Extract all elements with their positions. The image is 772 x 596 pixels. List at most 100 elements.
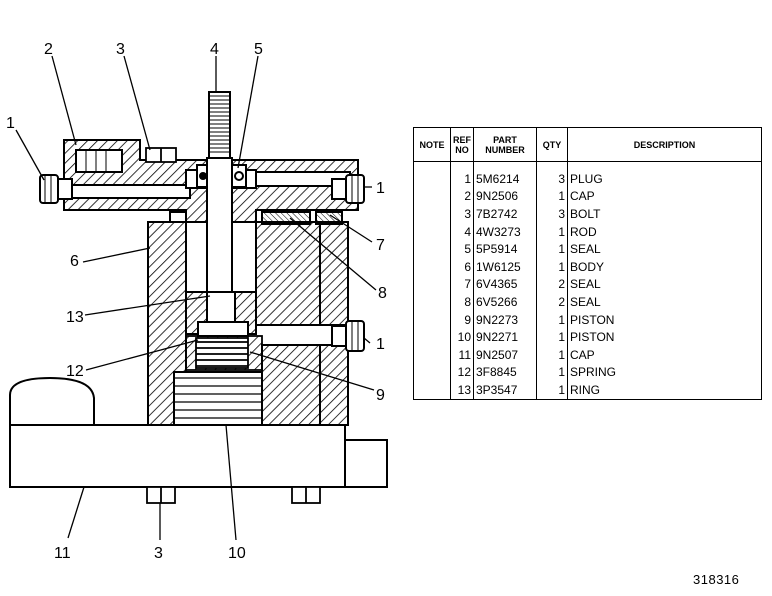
- qty-cell: 1: [536, 345, 568, 364]
- part-number-cell: 9N2273: [473, 310, 537, 329]
- callout-3-top: 3: [116, 41, 125, 58]
- note-cell: [413, 381, 451, 400]
- header-description: DESCRIPTION: [567, 127, 762, 162]
- ref-cell: 2: [450, 187, 474, 206]
- callout-7: 7: [376, 237, 385, 254]
- ref-cell: 9: [450, 310, 474, 329]
- description-cell: SEAL: [567, 275, 762, 294]
- header-part-line1: PART: [493, 134, 517, 145]
- ref-cell: 5: [450, 240, 474, 258]
- note-cell: [413, 222, 451, 241]
- ref-cell: 13: [450, 381, 474, 400]
- header-ref-no: REF NO: [450, 127, 474, 162]
- spacer-cell: [450, 161, 474, 170]
- qty-cell: 1: [536, 328, 568, 346]
- description-cell: BODY: [567, 257, 762, 276]
- header-note: NOTE: [413, 127, 451, 162]
- note-cell: [413, 205, 451, 223]
- part-number-cell: 6V4365: [473, 275, 537, 294]
- ref-cell: 11: [450, 345, 474, 364]
- description-cell: PLUG: [567, 170, 762, 188]
- header-part-line2: NUMBER: [485, 144, 525, 155]
- part-number-cell: 7B2742: [473, 205, 537, 223]
- plugs-1: [39, 174, 365, 352]
- header-ref-line2: NO: [455, 144, 469, 155]
- spacer-cell: [413, 161, 451, 170]
- spacer-cell: [473, 161, 537, 170]
- callout-1-right-bottom: 1: [376, 336, 385, 353]
- lower-piston-10: [173, 371, 263, 426]
- description-cell: CAP: [567, 187, 762, 206]
- ref-cell: 4: [450, 222, 474, 241]
- note-cell: [413, 345, 451, 364]
- note-cell: [413, 187, 451, 206]
- callout-3-bottom: 3: [154, 545, 163, 562]
- part-number-cell: 6V5266: [473, 293, 537, 311]
- part-number-cell: 3F8845: [473, 363, 537, 382]
- callout-10: 10: [228, 545, 246, 562]
- part-number-cell: 4W3273: [473, 222, 537, 241]
- callout-2: 2: [44, 41, 53, 58]
- qty-cell: 1: [536, 187, 568, 206]
- spacer-cell: [536, 161, 568, 170]
- qty-cell: 1: [536, 381, 568, 400]
- ref-cell: 1: [450, 170, 474, 188]
- part-number-cell: 3P3547: [473, 381, 537, 400]
- spring-12: [185, 335, 263, 371]
- top-bolt-3: [145, 147, 177, 163]
- callout-1-left: 1: [6, 115, 15, 132]
- part-number-cell: 5P5914: [473, 240, 537, 258]
- note-cell: [413, 275, 451, 294]
- qty-cell: 1: [536, 240, 568, 258]
- description-cell: SEAL: [567, 293, 762, 311]
- description-cell: PISTON: [567, 328, 762, 346]
- qty-cell: 3: [536, 205, 568, 223]
- ref-cell: 10: [450, 328, 474, 346]
- description-cell: ROD: [567, 222, 762, 241]
- base-cap-11: [9, 376, 388, 488]
- qty-cell: 1: [536, 363, 568, 382]
- callout-13: 13: [66, 309, 84, 326]
- note-cell: [413, 240, 451, 258]
- callout-8: 8: [378, 285, 387, 302]
- part-number-cell: 1W6125: [473, 257, 537, 276]
- description-cell: BOLT: [567, 205, 762, 223]
- leader-lines: [15, 55, 377, 541]
- qty-cell: 2: [536, 275, 568, 294]
- bottom-bolts-3: [146, 486, 321, 504]
- description-cell: SPRING: [567, 363, 762, 382]
- parts-table-header: NOTE REF NO PART NUMBER QTY DESCRIPTION: [413, 127, 762, 162]
- part-number-cell: 9N2271: [473, 328, 537, 346]
- callout-4: 4: [210, 41, 219, 58]
- ref-cell: 3: [450, 205, 474, 223]
- description-cell: PISTON: [567, 310, 762, 329]
- spacer-cell: [567, 161, 762, 170]
- parts-list-table: NOTE REF NO PART NUMBER QTY DESCRIPTION …: [413, 127, 762, 400]
- qty-cell: 1: [536, 222, 568, 241]
- header-qty: QTY: [536, 127, 568, 162]
- ref-cell: 12: [450, 363, 474, 382]
- callout-1-right-top: 1: [376, 180, 385, 197]
- header-ref-line1: REF: [453, 134, 471, 145]
- part-number-cell: 5M6214: [473, 170, 537, 188]
- note-cell: [413, 170, 451, 188]
- note-cell: [413, 257, 451, 276]
- part-number-cell: 9N2507: [473, 345, 537, 364]
- note-cell: [413, 293, 451, 311]
- qty-cell: 2: [536, 293, 568, 311]
- header-part-number: PART NUMBER: [473, 127, 537, 162]
- ref-cell: 7: [450, 275, 474, 294]
